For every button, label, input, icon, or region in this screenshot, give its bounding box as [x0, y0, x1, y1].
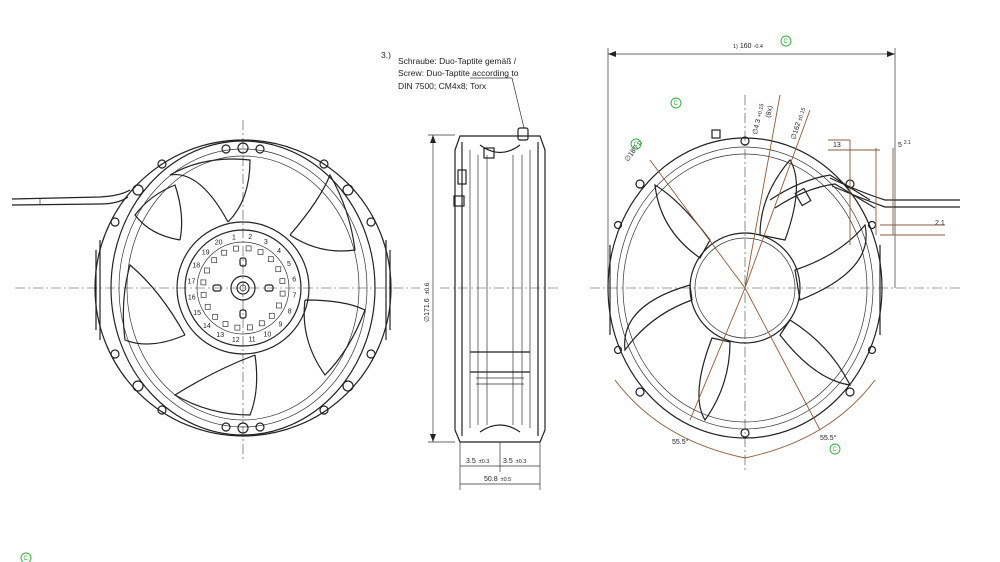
marker-c-2 — [670, 97, 682, 109]
svg-text:3.5 ±0.3: 3.5 ±0.3 — [466, 458, 489, 465]
dim-depth-total-tol: ±0.5 — [501, 477, 512, 483]
terminal-pad — [276, 302, 282, 309]
dim-depth-right-tol: ±0.3 — [516, 459, 527, 465]
terminal-pad — [200, 292, 207, 298]
housing-front — [94, 139, 392, 437]
marker-c-5 — [20, 552, 32, 562]
terminal-pad — [258, 320, 265, 327]
dim-angle-left: 55.5° — [672, 438, 689, 446]
terminal-pad — [257, 249, 264, 255]
hub-front — [176, 221, 310, 355]
terminal-pad — [200, 279, 207, 286]
dim-diameter-171: ∅171.6 — [424, 298, 431, 322]
terminal-pad — [233, 245, 239, 252]
marker-c-4-label: C — [833, 447, 838, 453]
note-line-3: DIN 7500; CM4x8; Torx — [398, 81, 487, 91]
dim-bolt-circle-tol: ±0.15 — [797, 107, 807, 122]
note-line-2: Screw: Duo-Taptite according to — [398, 68, 519, 78]
terminal-pad — [212, 313, 219, 320]
svg-text:5 2.1: 5 2.1 — [898, 140, 911, 149]
dimensions-rear: ∅4.3 +0.15 (8x) ∅162 ±0.15 ∅186 1) 13 5 … — [614, 94, 945, 459]
dim-lead-2: 2.1 — [935, 220, 945, 227]
dim-bolt-circle: ∅162 — [790, 121, 802, 140]
housing-rear — [607, 129, 883, 439]
terminal-pad — [275, 266, 282, 273]
terminal-pad — [204, 267, 210, 274]
dim-186-sup: 1) — [636, 140, 644, 147]
terminal-label: 16 — [188, 295, 196, 302]
terminal-pad — [279, 290, 286, 297]
terminal-pad — [221, 249, 228, 256]
marker-c-2-label: C — [674, 101, 679, 107]
blades-front — [122, 158, 366, 416]
svg-text:3.5 ±0.3: 3.5 ±0.3 — [503, 458, 526, 465]
struts-rear — [624, 158, 876, 422]
terminal-label: 6 — [292, 277, 296, 284]
terminal-label: 8 — [288, 308, 292, 315]
terminal-label: 2 — [248, 234, 252, 241]
terminal-label: 18 — [192, 263, 200, 270]
terminal-label: 12 — [232, 337, 240, 344]
terminal-label: 3 — [264, 239, 268, 246]
dim-hole-dia-tol: +0.15 — [757, 103, 766, 118]
rear-view: 1) 160 -0.4 — [20, 35, 960, 562]
terminal-pad — [267, 256, 274, 263]
marker-c-3 — [630, 138, 642, 150]
terminal-label: 13 — [216, 332, 224, 339]
marker-c-1 — [780, 35, 792, 47]
dim-width-prefix: 1) — [733, 44, 738, 50]
note-number: 3.) — [381, 50, 391, 60]
terminal-label: 15 — [193, 310, 201, 317]
marker-c-3-label: C — [634, 142, 639, 148]
marker-c-1-label: C — [784, 39, 789, 45]
terminal-pad — [211, 257, 218, 264]
green-markers: C C C C C — [20, 35, 841, 562]
terminal-label: 7 — [293, 293, 297, 300]
dim-depth-total: 50.8 — [484, 476, 498, 483]
terminal-pad — [247, 324, 253, 331]
svg-text:50.8 ±0.5: 50.8 ±0.5 — [484, 476, 511, 483]
terminal-pad — [279, 278, 286, 284]
dim-lead-5-sup: 2.1 — [904, 140, 911, 146]
terminal-pad — [204, 303, 211, 310]
terminal-label: 10 — [264, 331, 272, 338]
terminal-label: 4 — [277, 248, 281, 255]
dim-depth-right: 3.5 — [503, 458, 513, 465]
dim-depth-left-tol: ±0.3 — [479, 459, 490, 465]
terminal-label: 11 — [248, 337, 255, 344]
dim-width: 160 — [740, 43, 752, 50]
dim-diameter-171-tol: ±0.6 — [425, 282, 431, 294]
cable-left — [11, 189, 131, 206]
svg-text:∅171.6 ±0.6: ∅171.6 ±0.6 — [424, 282, 431, 322]
terminal-label: 9 — [278, 322, 282, 329]
svg-text:1) 160 -0.4: 1) 160 -0.4 — [733, 43, 763, 50]
dim-hole-count: (8x) — [765, 105, 774, 118]
marker-c-4 — [829, 443, 841, 455]
terminal-label: 14 — [203, 323, 211, 330]
terminal-pad — [234, 324, 241, 331]
dim-width-tol: -0.4 — [753, 44, 762, 50]
side-view: ∅171.6 ±0.6 3.5 ±0.3 3.5 ±0.3 50.8 ±0.5 … — [381, 50, 560, 490]
mounting-lugs-front — [110, 142, 376, 434]
terminal-label: 17 — [188, 278, 196, 285]
dim-depth-left: 3.5 — [466, 458, 476, 465]
dim-lead-13: 13 — [833, 142, 841, 149]
cable-right — [794, 177, 960, 208]
svg-text:∅4.3 +0.15: ∅4.3 +0.15 — [752, 103, 765, 135]
terminal-pad — [268, 312, 275, 319]
marker-c-5-label: C — [24, 556, 29, 562]
terminal-label: 20 — [215, 240, 223, 247]
terminal-label: 19 — [202, 249, 210, 256]
dim-lead-5: 5 — [898, 142, 902, 149]
terminal-label: 5 — [287, 261, 291, 268]
terminal-label: 1 — [232, 234, 236, 241]
note-line-1: Schraube: Duo-Taptite gemäß / — [398, 56, 517, 66]
terminal-pad — [245, 245, 252, 252]
dim-angle-right: 55.5° — [820, 434, 837, 442]
dim-hole-dia: ∅4.3 — [752, 118, 762, 135]
terminal-pad — [222, 321, 229, 327]
